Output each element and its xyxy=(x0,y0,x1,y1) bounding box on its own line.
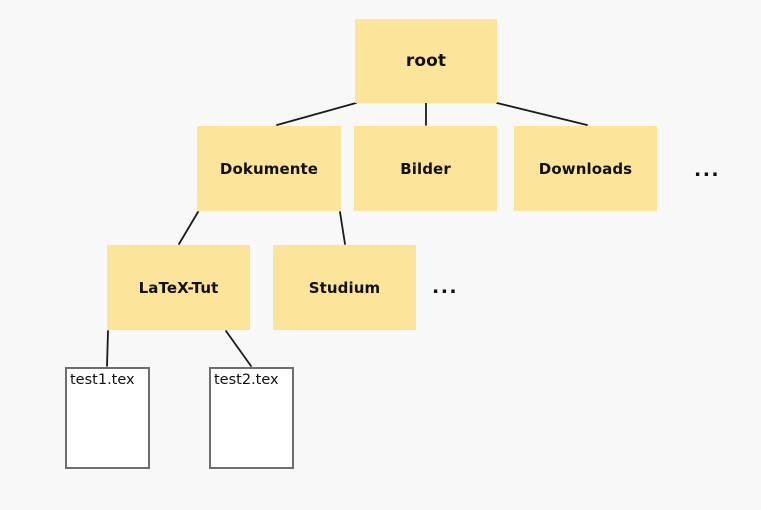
edge-root-to-dokumente xyxy=(276,102,357,126)
node-label: LaTeX-Tut xyxy=(138,278,219,297)
edge-dokumente-to-studium xyxy=(339,211,346,245)
folder-node-root[interactable]: root xyxy=(355,19,497,103)
node-label: test1.tex xyxy=(70,372,135,388)
folder-node-bilder[interactable]: Bilder xyxy=(354,126,497,211)
folder-node-studium[interactable]: Studium xyxy=(273,245,416,330)
edge-latextut-to-test2 xyxy=(225,330,252,367)
edge-latextut-to-test1 xyxy=(106,330,109,367)
folder-node-dokumente[interactable]: Dokumente xyxy=(197,126,341,211)
file-node-test1[interactable]: test1.tex xyxy=(65,367,150,469)
node-label: Studium xyxy=(308,278,381,297)
node-label: Bilder xyxy=(400,159,451,178)
node-label: root xyxy=(405,51,447,71)
folder-node-latextut[interactable]: LaTeX-Tut xyxy=(107,245,250,330)
ellipsis-row3: ... xyxy=(432,276,459,298)
ellipsis-row2: ... xyxy=(694,159,721,181)
node-label: Dokumente xyxy=(219,159,319,178)
node-label: Downloads xyxy=(538,159,633,178)
node-label: test2.tex xyxy=(214,372,279,388)
edge-dokumente-to-latextut xyxy=(178,211,199,245)
edge-root-to-downloads xyxy=(496,102,588,126)
file-node-test2[interactable]: test2.tex xyxy=(209,367,294,469)
folder-node-downloads[interactable]: Downloads xyxy=(514,126,657,211)
